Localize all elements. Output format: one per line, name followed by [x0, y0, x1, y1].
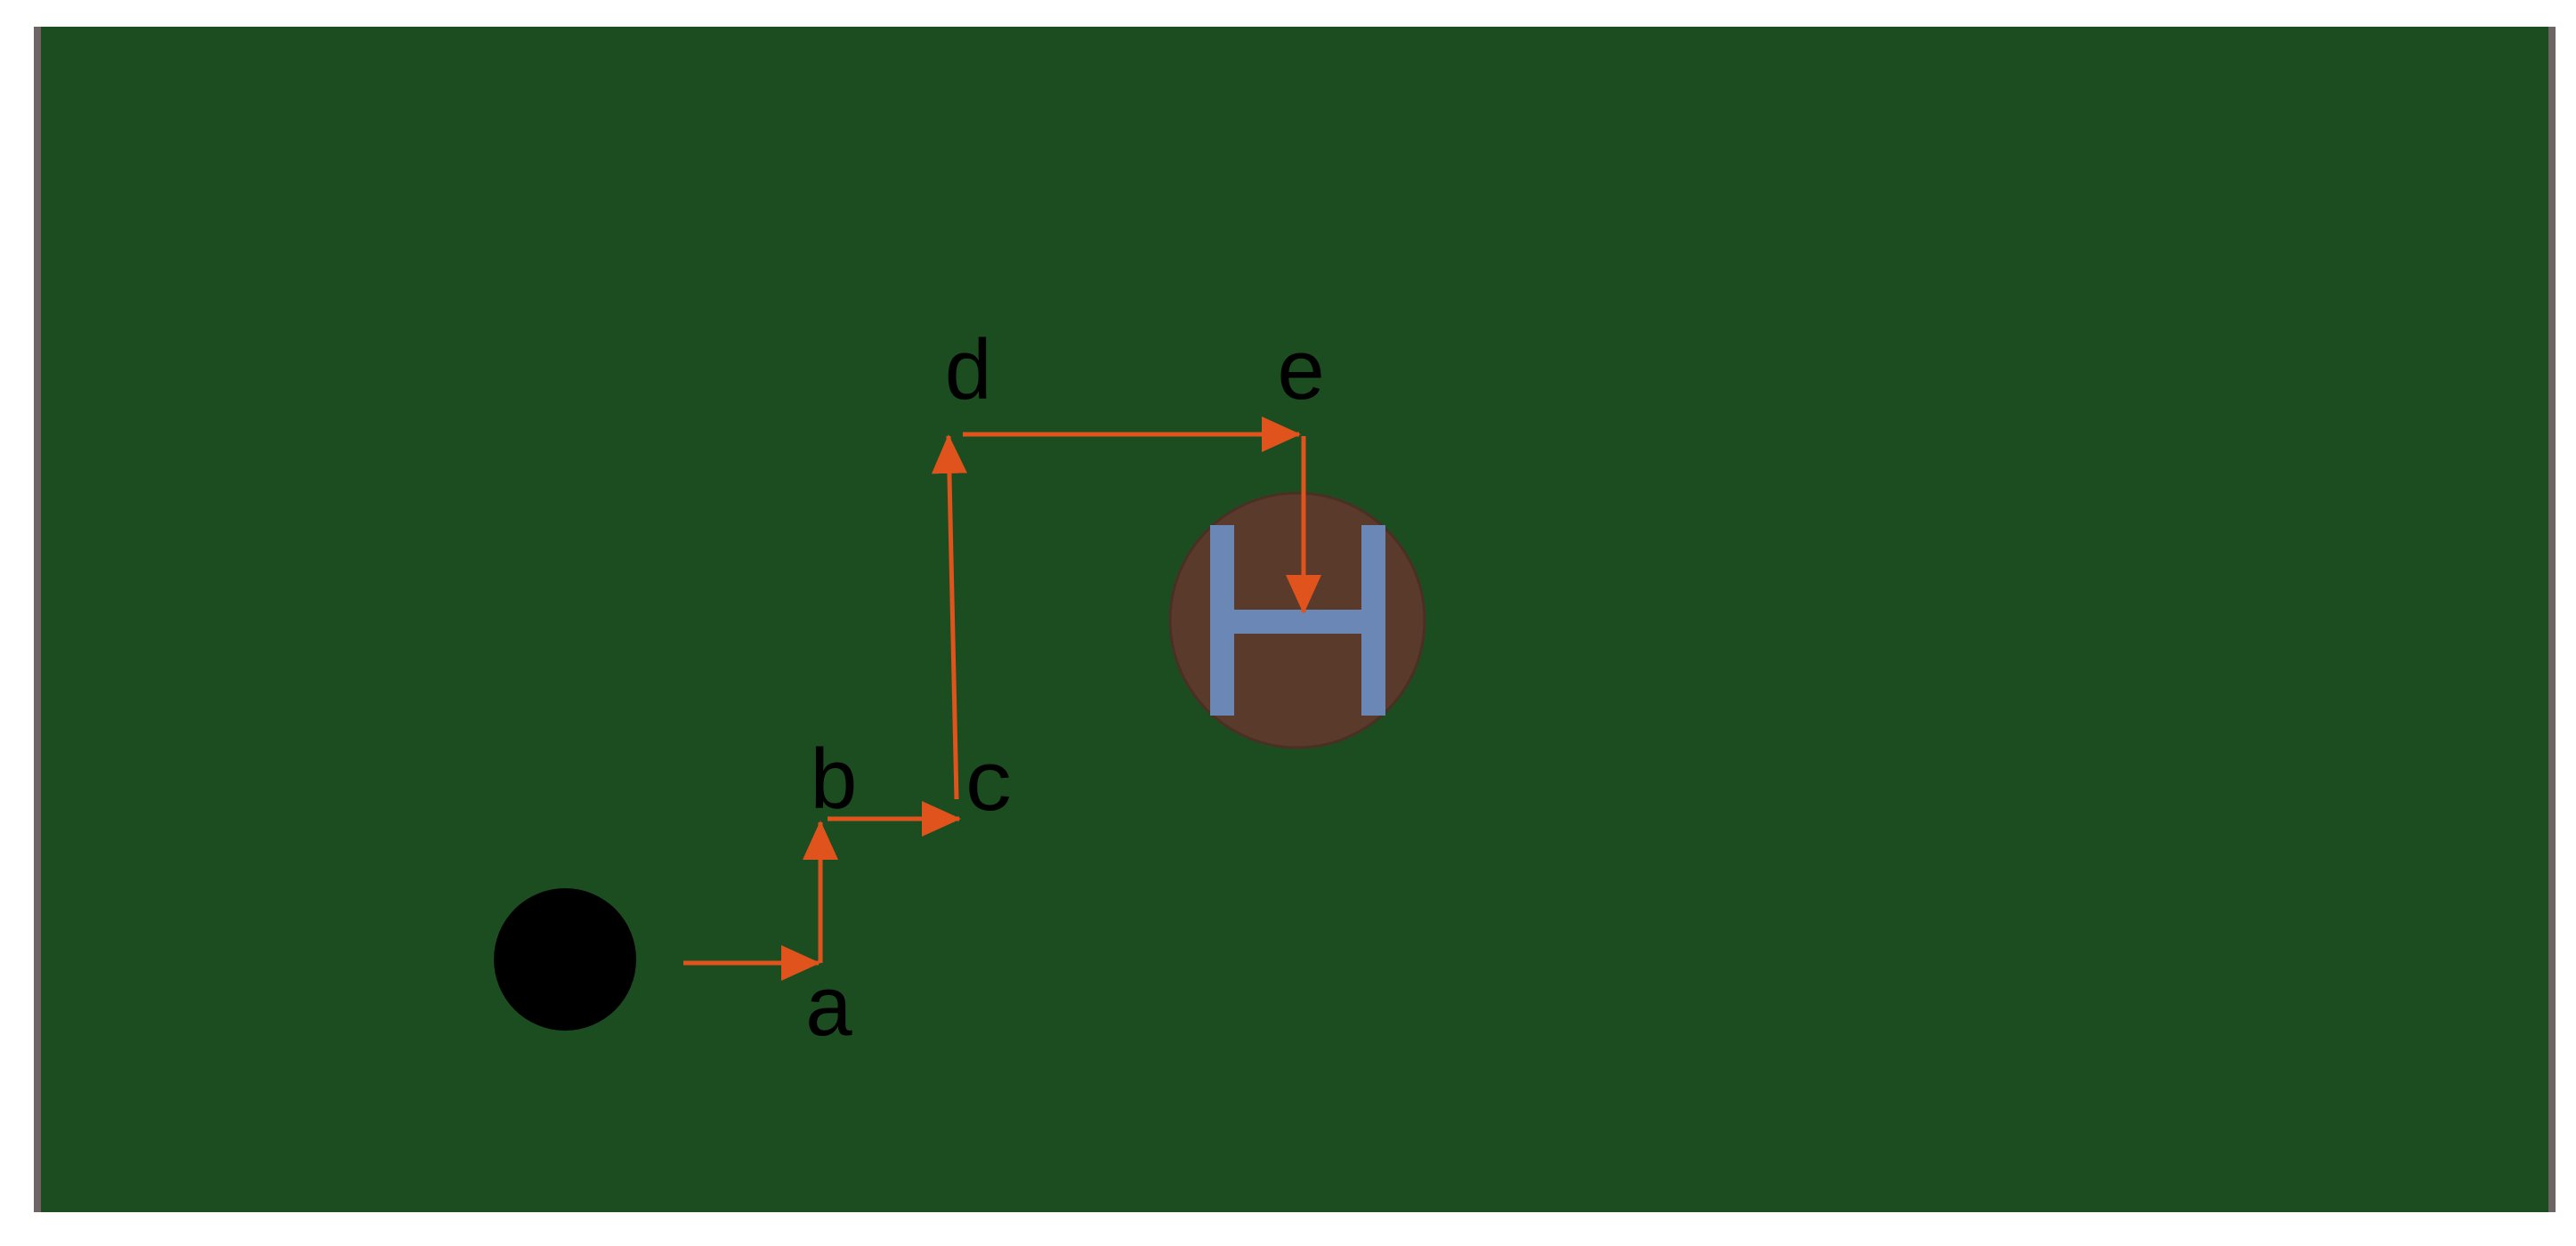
arrow-c-to-d	[931, 434, 967, 800]
helipad: H	[1168, 491, 1426, 749]
helipad-letter-h	[1210, 525, 1385, 716]
waypoint-label-a: a	[803, 964, 855, 1061]
waypoint-label-b: b	[808, 737, 860, 834]
waypoint-label-e: e	[1275, 328, 1327, 425]
waypoint-label-d: d	[942, 328, 994, 425]
start-ball	[494, 888, 636, 1031]
path-arrows	[683, 417, 1321, 981]
waypoint-label-c: c	[964, 739, 1015, 836]
